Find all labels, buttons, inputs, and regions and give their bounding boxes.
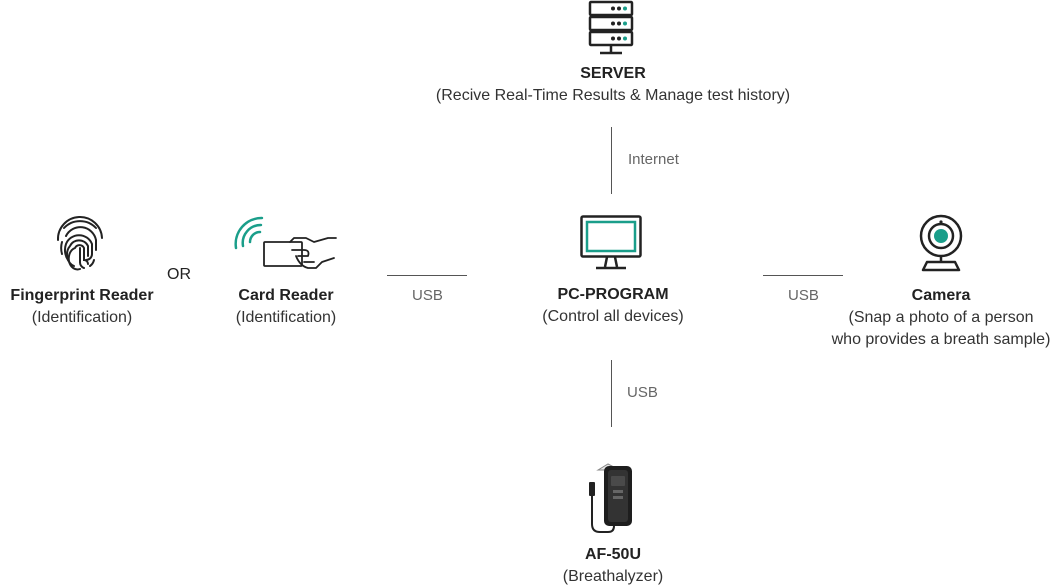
edge-label-breathalyzer-usb: USB — [627, 384, 658, 401]
camera-title: Camera — [911, 287, 971, 304]
camera-subtitle-line2: who provides a breath sample) — [831, 331, 1051, 348]
fingerprint-node: Fingerprint Reader (Identification) — [0, 285, 164, 329]
camera-node: Camera (Snap a photo of a person who pro… — [822, 285, 1060, 351]
fingerprint-icon — [56, 216, 103, 271]
breathalyzer-icon — [589, 463, 632, 533]
webcam-icon — [919, 214, 963, 272]
breathalyzer-node: AF-50U (Breathalyzer) — [513, 544, 713, 588]
edge-label-card-usb: USB — [412, 287, 443, 304]
edge-label-internet: Internet — [628, 151, 679, 168]
fingerprint-title: Fingerprint Reader — [10, 287, 154, 304]
card-reader-icon — [234, 216, 337, 269]
monitor-icon — [580, 215, 642, 270]
or-label: OR — [167, 266, 191, 283]
server-icon — [588, 0, 634, 55]
pc-subtitle: (Control all devices) — [542, 308, 684, 325]
pc-title: PC-PROGRAM — [557, 286, 669, 303]
pc-node: PC-PROGRAM (Control all devices) — [513, 284, 713, 328]
connector-pc-breathalyzer — [611, 360, 612, 427]
edge-label-camera-usb: USB — [788, 287, 819, 304]
server-subtitle: (Recive Real-Time Results & Manage test … — [435, 87, 791, 104]
server-title: SERVER — [580, 65, 646, 82]
breathalyzer-title: AF-50U — [584, 546, 641, 563]
breathalyzer-subtitle: (Breathalyzer) — [562, 568, 664, 585]
card-reader-node: Card Reader (Identification) — [206, 285, 366, 329]
connector-server-pc — [611, 127, 612, 194]
connector-pc-camera — [763, 275, 843, 276]
connector-card-pc — [387, 275, 467, 276]
card-reader-title: Card Reader — [238, 287, 334, 304]
card-reader-subtitle: (Identification) — [235, 309, 337, 326]
camera-subtitle-line1: (Snap a photo of a person — [848, 309, 1034, 326]
server-node: SERVER (Recive Real-Time Results & Manag… — [413, 63, 813, 107]
fingerprint-subtitle: (Identification) — [31, 309, 133, 326]
